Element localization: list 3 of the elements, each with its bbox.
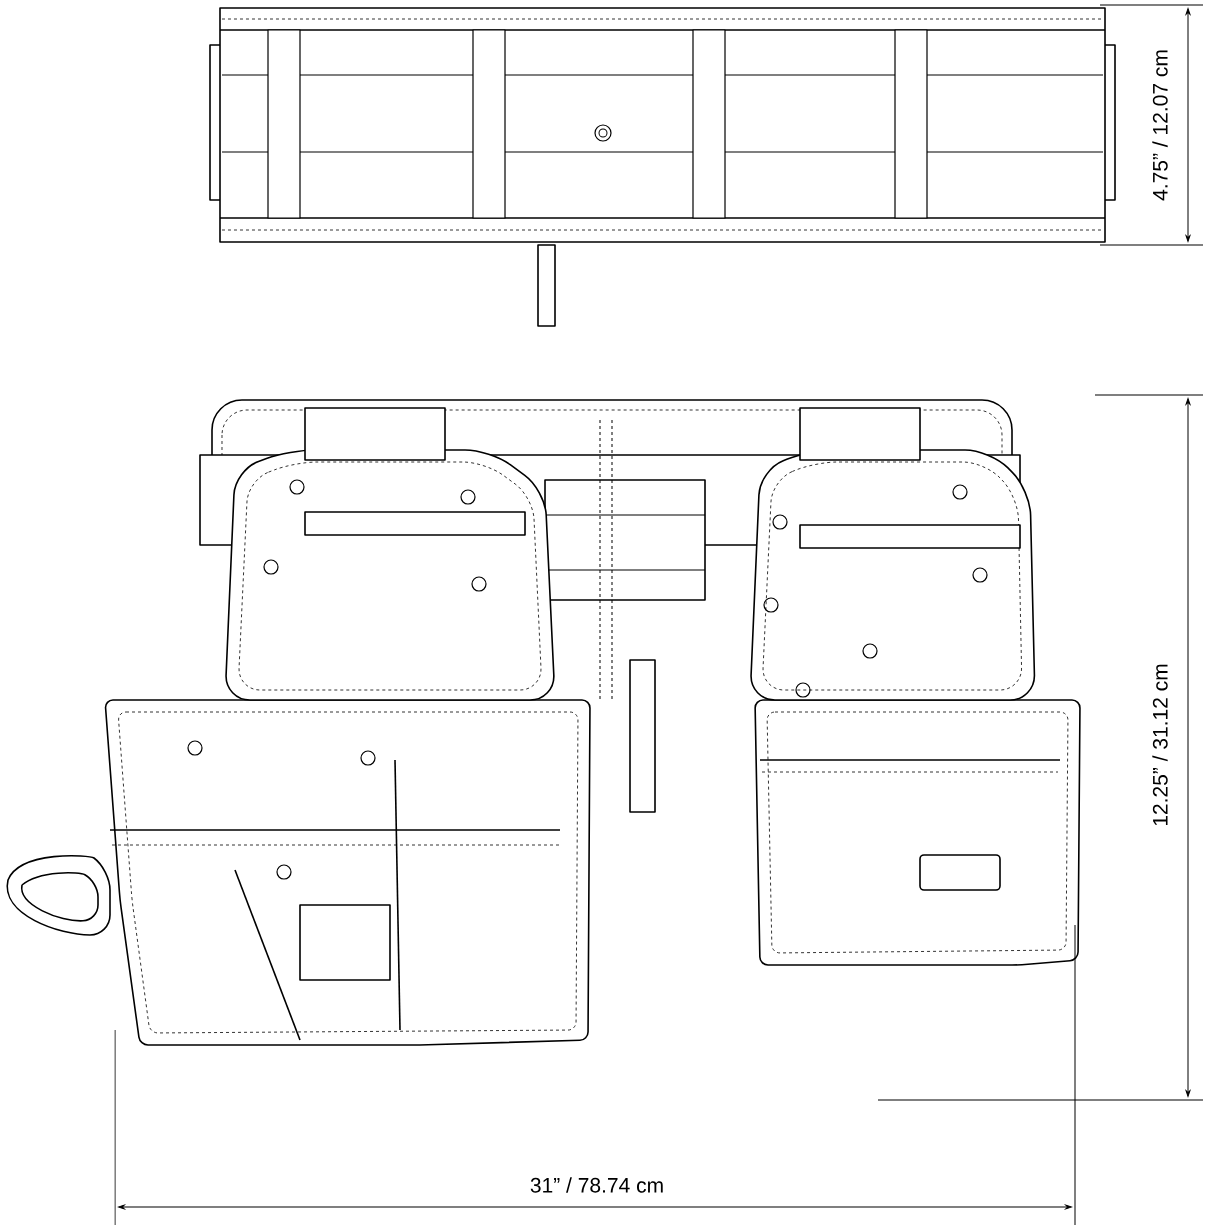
dimension-label: 12.25” / 31.12 cm (1152, 664, 1168, 826)
dimension-label: 31” / 78.74 cm (530, 1177, 663, 1193)
dimension-label: 4.75” / 12.07 cm (1152, 50, 1168, 201)
